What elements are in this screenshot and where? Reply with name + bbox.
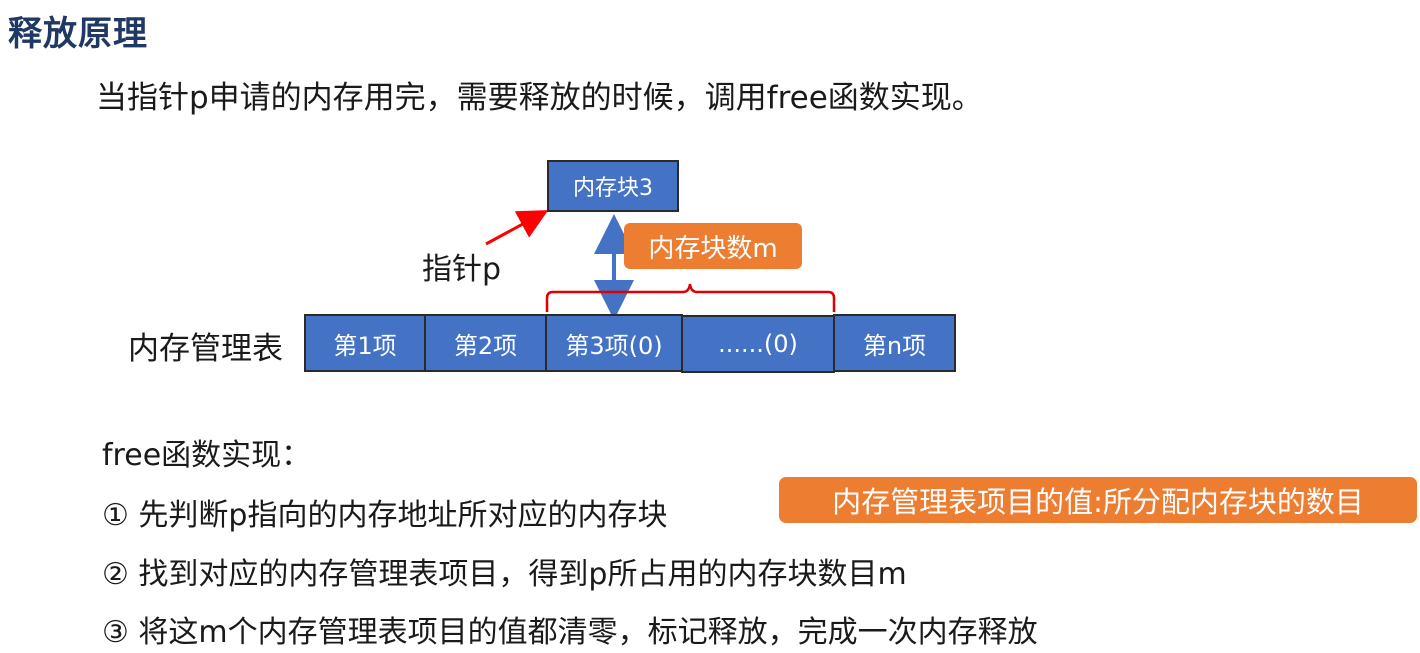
table-value-note: 内存管理表项目的值:所分配内存块的数目 [779, 477, 1417, 523]
table-cell: 第1项 [304, 314, 426, 372]
step-item: ③ 将这m个内存管理表项目的值都清零，标记释放，完成一次内存释放 [102, 615, 1038, 650]
pointer-arrow [485, 210, 549, 246]
memory-table-label: 内存管理表 [128, 331, 283, 367]
step-item: ① 先判断p指向的内存地址所对应的内存块 [102, 498, 668, 533]
step-item: ② 找到对应的内存管理表项目，得到p所占用的内存块数目m [102, 557, 907, 592]
block-count-badge: 内存块数m [624, 223, 802, 269]
memory-block-3: 内存块3 [547, 160, 679, 212]
block-count-bracket [545, 283, 836, 312]
table-cell: 第2项 [424, 314, 547, 372]
table-cell: ......(0) [681, 315, 835, 373]
page-title: 释放原理 [8, 14, 148, 54]
intro-text: 当指针p申请的内存用完，需要释放的时候，调用free函数实现。 [96, 80, 983, 116]
table-cell: 第n项 [833, 314, 956, 372]
implementation-heading: free函数实现： [102, 438, 312, 473]
table-cell: 第3项(0) [545, 314, 683, 372]
pointer-label: 指针p [422, 252, 502, 287]
